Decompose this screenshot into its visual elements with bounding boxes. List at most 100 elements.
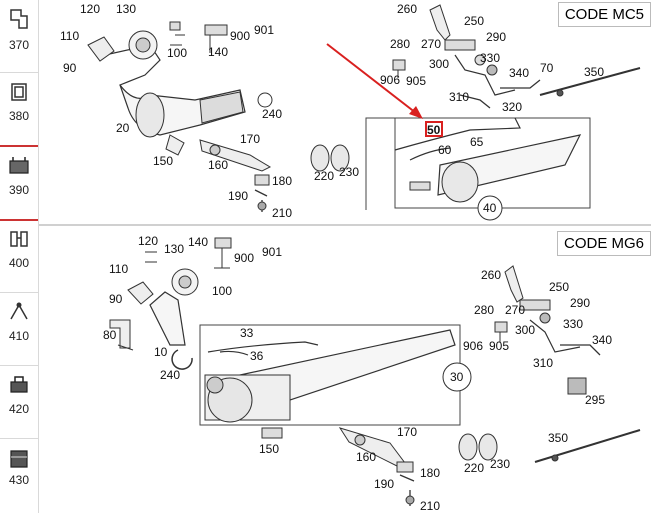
sidebar-item-label: 410 [8, 329, 30, 343]
callout-250[interactable]: 250 [464, 14, 484, 28]
callout-350[interactable]: 350 [548, 431, 568, 445]
highlight-box [425, 121, 443, 137]
callout-170[interactable]: 170 [240, 132, 260, 146]
mount-part-icon [10, 376, 28, 393]
callout-260[interactable]: 260 [397, 2, 417, 16]
sidebar-item-label: 380 [8, 109, 30, 123]
callout-10[interactable]: 10 [154, 345, 168, 359]
callout-30[interactable]: 30 [450, 370, 464, 384]
callout-340[interactable]: 340 [592, 333, 612, 347]
callout-210[interactable]: 210 [420, 499, 440, 513]
sidebar-item-390[interactable]: 390 [0, 145, 38, 221]
callout-320[interactable]: 320 [502, 100, 522, 114]
upper-diagram [87, 4, 641, 221]
callout-260[interactable]: 260 [481, 268, 501, 282]
callout-230[interactable]: 230 [490, 457, 510, 471]
bracket-part-icon [11, 83, 27, 101]
callout-130[interactable]: 130 [164, 242, 184, 256]
callout-190[interactable]: 190 [374, 477, 394, 491]
callout-150[interactable]: 150 [259, 442, 279, 456]
callout-240[interactable]: 240 [160, 368, 180, 382]
callout-290[interactable]: 290 [570, 296, 590, 310]
callout-905[interactable]: 905 [489, 339, 509, 353]
callout-130[interactable]: 130 [116, 2, 136, 16]
callout-906[interactable]: 906 [463, 339, 483, 353]
section-code-upper: CODE MC5 [557, 2, 651, 27]
callout-60[interactable]: 60 [438, 143, 452, 157]
sidebar-item-370[interactable]: 370 [0, 0, 38, 73]
callout-240[interactable]: 240 [262, 107, 282, 121]
callout-150[interactable]: 150 [153, 154, 173, 168]
highlight-arrow [326, 43, 417, 114]
callout-300[interactable]: 300 [429, 57, 449, 71]
callout-180[interactable]: 180 [272, 174, 292, 188]
callout-330[interactable]: 330 [563, 317, 583, 331]
callout-270[interactable]: 270 [505, 303, 525, 317]
callout-40[interactable]: 40 [483, 201, 497, 215]
exploded-parts-diagram: 120 130 110 90 100 140 900 901 20 240 15… [39, 2, 651, 513]
callout-90[interactable]: 90 [63, 61, 77, 75]
callout-33[interactable]: 33 [240, 326, 254, 340]
callout-70[interactable]: 70 [540, 61, 554, 75]
upper-callouts: 120 130 110 90 100 140 900 901 20 240 15… [60, 2, 604, 220]
sidebar-item-400[interactable]: 400 [0, 220, 38, 293]
sidebar-item-label: 370 [8, 38, 30, 52]
callout-901[interactable]: 901 [262, 245, 282, 259]
sidebar-item-420[interactable]: 420 [0, 366, 38, 439]
callout-280[interactable]: 280 [474, 303, 494, 317]
callout-220[interactable]: 220 [464, 461, 484, 475]
parts-diagram-area: CODE MC5 CODE MG6 [39, 0, 651, 513]
callout-20[interactable]: 20 [116, 121, 130, 135]
callout-80[interactable]: 80 [103, 328, 117, 342]
callout-100[interactable]: 100 [212, 284, 232, 298]
section-code-lower: CODE MG6 [556, 231, 651, 256]
callout-290[interactable]: 290 [486, 30, 506, 44]
callout-140[interactable]: 140 [208, 45, 228, 59]
clamp-part-icon [10, 231, 28, 247]
callout-905[interactable]: 905 [406, 74, 426, 88]
callout-906[interactable]: 906 [380, 73, 400, 87]
callout-270[interactable]: 270 [421, 37, 441, 51]
callout-110[interactable]: 110 [109, 262, 128, 276]
callout-170[interactable]: 170 [397, 425, 417, 439]
sidebar-item-430[interactable]: 430 [0, 439, 38, 511]
callout-900[interactable]: 900 [234, 251, 254, 265]
sidebar-item-380[interactable]: 380 [0, 73, 38, 146]
callout-50-highlighted[interactable]: 50 [427, 123, 441, 137]
highlight-arrowhead [409, 106, 423, 119]
callout-160[interactable]: 160 [356, 450, 376, 464]
linkage-part-icon [10, 302, 28, 320]
callout-295[interactable]: 295 [585, 393, 605, 407]
sidebar-item-label: 420 [8, 402, 30, 416]
callout-350[interactable]: 350 [584, 65, 604, 79]
callout-180[interactable]: 180 [420, 466, 440, 480]
callout-230[interactable]: 230 [339, 165, 359, 179]
callout-100[interactable]: 100 [167, 46, 187, 60]
callout-65[interactable]: 65 [470, 135, 484, 149]
callout-250[interactable]: 250 [549, 280, 569, 294]
callout-120[interactable]: 120 [138, 234, 158, 248]
callout-36[interactable]: 36 [250, 349, 264, 363]
callout-330[interactable]: 330 [480, 51, 500, 65]
callout-90[interactable]: 90 [109, 292, 123, 306]
callout-280[interactable]: 280 [390, 37, 410, 51]
callout-210[interactable]: 210 [272, 206, 292, 220]
callout-900[interactable]: 900 [230, 29, 250, 43]
sidebar-item-410[interactable]: 410 [0, 293, 38, 366]
box-part-icon [10, 450, 28, 468]
callout-110[interactable]: 110 [60, 29, 79, 43]
callout-300[interactable]: 300 [515, 323, 535, 337]
callout-120[interactable]: 120 [80, 2, 100, 16]
callout-190[interactable]: 190 [228, 189, 248, 203]
sidebar-item-label: 430 [8, 473, 30, 487]
sidebar: 370 380 390 400 410 420 [0, 0, 39, 513]
callout-310[interactable]: 310 [533, 356, 553, 370]
callout-160[interactable]: 160 [208, 158, 228, 172]
callout-310[interactable]: 310 [449, 90, 469, 104]
callout-901[interactable]: 901 [254, 23, 274, 37]
callout-220[interactable]: 220 [314, 169, 334, 183]
callout-340[interactable]: 340 [509, 66, 529, 80]
lower-diagram [109, 237, 641, 506]
sidebar-item-label: 390 [8, 183, 30, 197]
callout-140[interactable]: 140 [188, 235, 208, 249]
